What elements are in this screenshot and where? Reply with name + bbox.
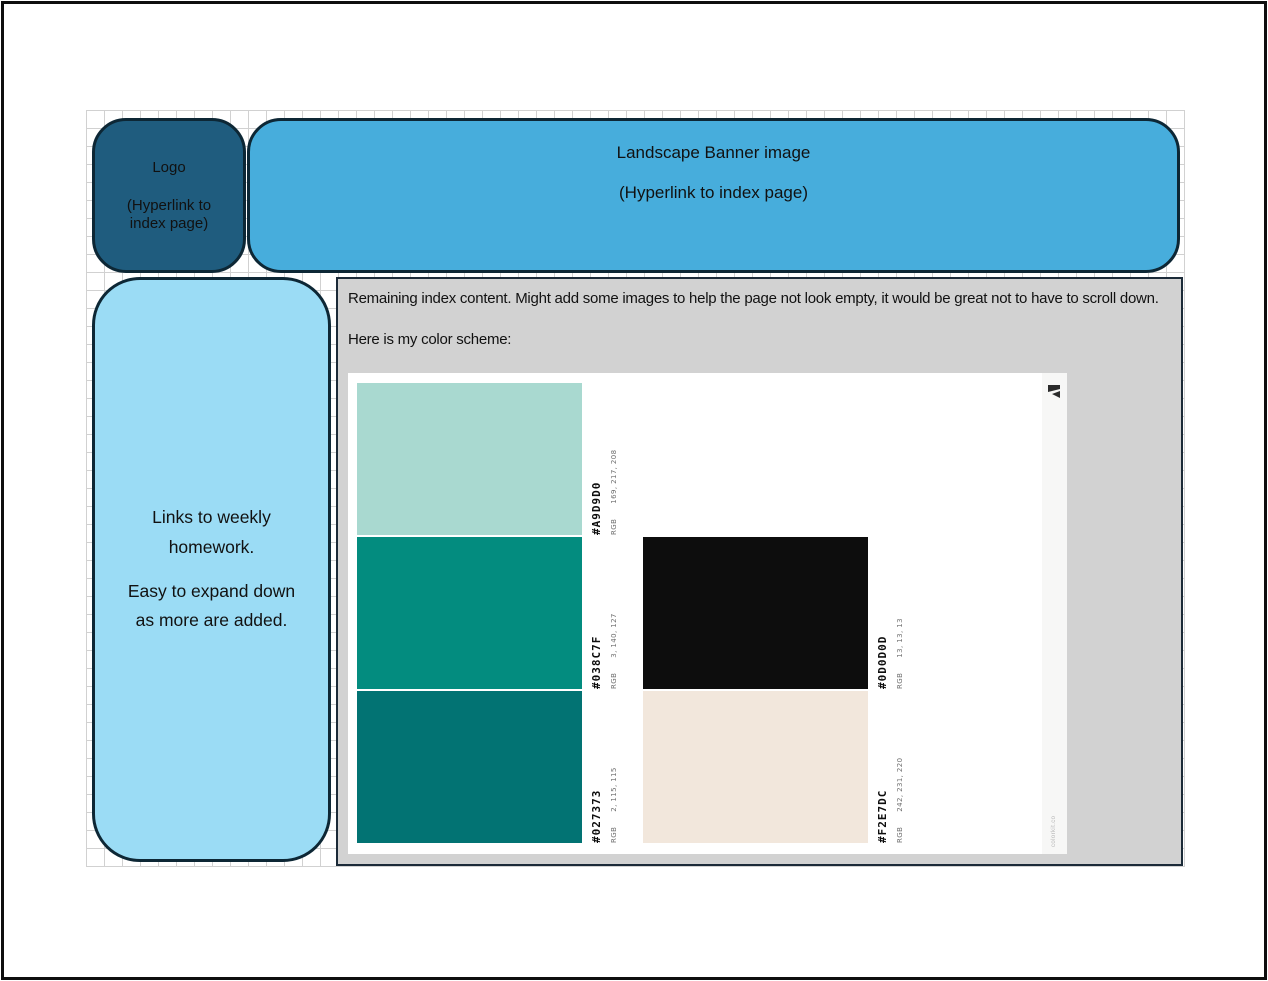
- banner-hyperlink-note: (Hyperlink to index page): [619, 183, 808, 202]
- index-content-area: Remaining index content. Might add some …: [336, 277, 1183, 866]
- swatch-label: #F2E7DC RGB 242, 231, 220: [876, 691, 922, 843]
- logo-hyperlink-note: (Hyperlink to index page): [126, 196, 212, 232]
- swatch-label: #A9D9D0 RGB 169, 217, 208: [590, 383, 636, 535]
- banner-label: Landscape Banner image: [616, 143, 811, 162]
- swatch-label: #038C7F RGB 3, 140, 127: [590, 537, 636, 689]
- swatch-027373: [357, 691, 582, 843]
- swatch-f2e7dc: [643, 691, 868, 843]
- rgb-values: 3, 140, 127: [610, 613, 618, 658]
- logo-label: Logo: [152, 158, 186, 176]
- swatch-0d0d0d: [643, 537, 868, 689]
- rgb-values: 13, 13, 13: [896, 618, 904, 658]
- watermark-text: colorkit.co: [1051, 815, 1057, 847]
- content-paragraph: Remaining index content. Might add some …: [348, 290, 1159, 307]
- sidebar-line-1: Links to weekly homework.: [152, 507, 271, 557]
- swatch-038c7f: [357, 537, 582, 689]
- swatch-hex: #A9D9D0: [590, 481, 603, 535]
- rgb-values: 169, 217, 208: [610, 449, 618, 504]
- rgb-prefix: RGB: [896, 826, 904, 843]
- sidebar-links-box[interactable]: Links to weekly homework. Easy to expand…: [92, 277, 331, 862]
- rgb-prefix: RGB: [610, 518, 618, 535]
- swatch-hex: #038C7F: [590, 635, 603, 689]
- swatch-a9d9d0: [357, 383, 582, 535]
- rgb-prefix: RGB: [610, 672, 618, 689]
- rgb-prefix: RGB: [610, 826, 618, 843]
- swatch-label: #0D0D0D RGB 13, 13, 13: [876, 537, 922, 689]
- logo-link-box[interactable]: Logo (Hyperlink to index page): [92, 118, 246, 273]
- swatch-hex: #027373: [590, 789, 603, 843]
- color-scheme-intro: Here is my color scheme:: [348, 330, 512, 348]
- sidebar-line-2: Easy to expand down as more are added.: [127, 580, 296, 631]
- swatch-label: #027373 RGB 2, 115, 115: [590, 691, 636, 843]
- swatch-hex: #0D0D0D: [876, 635, 889, 689]
- color-scheme-image: #A9D9D0 RGB 169, 217, 208 #038C7F RGB 3, 1…: [348, 373, 1067, 854]
- palette-side-strip: [1042, 373, 1067, 854]
- rgb-values: 242, 231, 220: [896, 757, 904, 812]
- colorkit-logo-icon: [1048, 385, 1060, 398]
- swatch-hex: #F2E7DC: [876, 789, 889, 843]
- rgb-values: 2, 115, 115: [610, 767, 618, 812]
- rgb-prefix: RGB: [896, 672, 904, 689]
- banner-link-box[interactable]: Landscape Banner image (Hyperlink to ind…: [247, 118, 1180, 273]
